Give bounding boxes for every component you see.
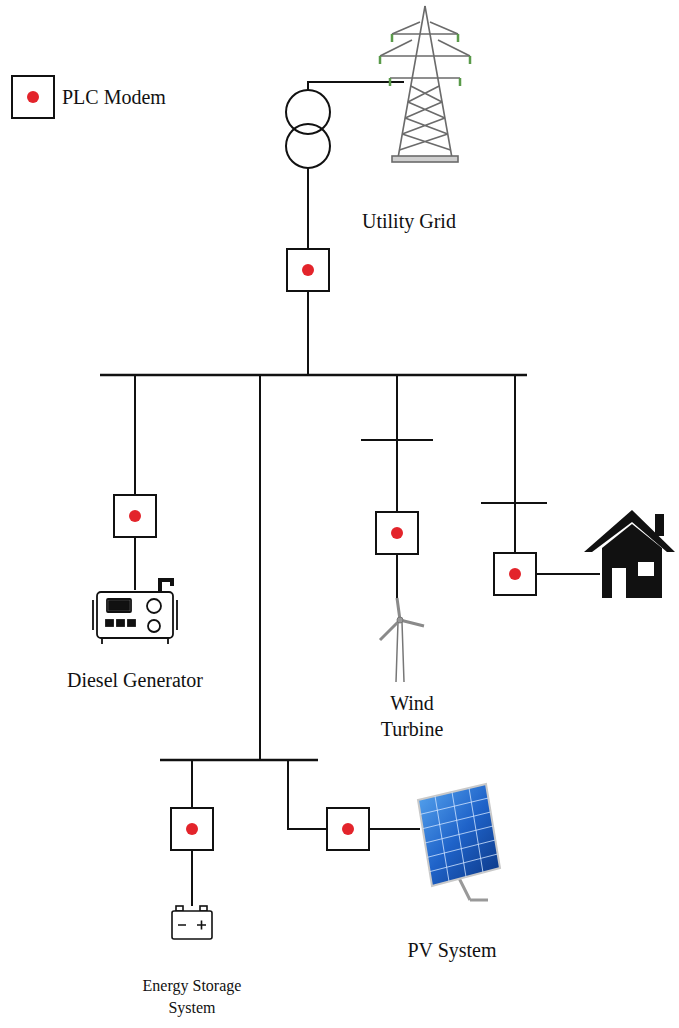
legend-swatch <box>10 74 56 120</box>
plc-modem <box>327 808 369 850</box>
tower-lattice <box>405 102 445 118</box>
component-label: Utility Grid <box>362 208 456 234</box>
transformer-winding <box>286 124 330 168</box>
transmission-tower <box>380 6 470 162</box>
pv-cell-line <box>427 840 495 857</box>
component-label: PV System <box>407 937 496 963</box>
wind-turbine-icon <box>380 598 424 682</box>
pv-cell-line <box>425 826 493 843</box>
sub-bus <box>160 759 318 762</box>
transformer-winding <box>286 90 330 134</box>
plc-modem <box>494 553 536 595</box>
component-label: Wind Turbine <box>367 690 457 742</box>
plc-modem <box>376 512 418 554</box>
pv-cell-line <box>420 798 488 814</box>
wire <box>134 375 136 590</box>
wires <box>100 82 600 906</box>
pv-panel-icon <box>418 784 500 900</box>
battery-icon <box>172 906 212 939</box>
tower-lattice <box>408 86 442 102</box>
main-bus <box>100 374 527 377</box>
plc-modem <box>114 495 156 537</box>
component-label: Energy Storage System <box>125 975 260 1020</box>
pv-cell-line <box>430 854 498 872</box>
wire <box>481 375 600 574</box>
wire <box>307 291 309 375</box>
wire <box>307 168 309 249</box>
pv-cell-line <box>423 812 491 829</box>
plc-modem <box>171 808 213 850</box>
component-label: Diesel Generator <box>67 667 203 693</box>
tower-lattice <box>402 118 447 134</box>
house-icon <box>584 510 675 598</box>
legend-text: PLC Modem <box>62 84 166 110</box>
plc-modems <box>114 249 536 850</box>
tower-lattice <box>399 134 450 150</box>
plc-modem <box>287 249 329 291</box>
diesel-generator-icon <box>93 580 177 644</box>
wire <box>361 375 433 600</box>
wire <box>259 375 261 760</box>
